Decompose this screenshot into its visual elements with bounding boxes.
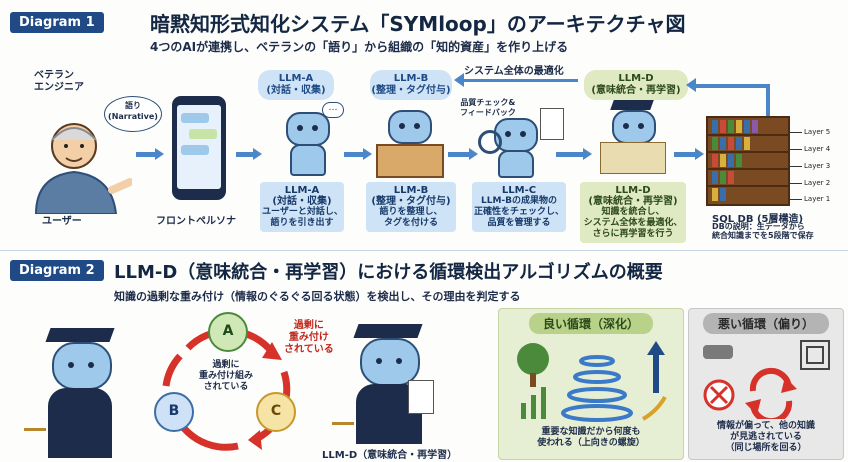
cycle-node-c: C bbox=[256, 392, 296, 432]
desc-llm-b-text: 語りを整理し、 タグを付ける bbox=[379, 207, 443, 228]
arrow-b-c bbox=[448, 148, 478, 160]
pill-llm-d: LLM-D (意味統合・再学習) bbox=[584, 70, 688, 100]
phone-illustration bbox=[172, 96, 226, 200]
diagram1-badge: Diagram 1 bbox=[10, 12, 104, 33]
user-label: ユーザー bbox=[42, 216, 82, 227]
bad-loop-illustration bbox=[703, 340, 830, 419]
pill-llm-b-sub: (整理・タグ付与) bbox=[371, 85, 451, 96]
arrow-c-d bbox=[556, 148, 592, 160]
scholar-robot-right bbox=[332, 320, 446, 444]
pill-llm-d-sub: (意味統合・再学習) bbox=[591, 85, 681, 96]
diagram2-badge: Diagram 2 bbox=[10, 260, 104, 281]
optimize-arrowhead bbox=[454, 73, 464, 87]
desc-llm-c-text: LLM-Bの成果物の 正確性をチェックし、 品質を管理する bbox=[474, 196, 565, 228]
pill-llm-a-name: LLM-A bbox=[278, 73, 314, 84]
good-loop-illustration bbox=[517, 341, 667, 422]
desc-llm-b-sub: (整理・タグ付与) bbox=[371, 196, 451, 207]
robot-llm-c bbox=[478, 118, 544, 178]
cycle-node-a: A bbox=[208, 312, 248, 352]
db-title: SQL DB (5層構造) bbox=[712, 214, 804, 225]
cycle-center-text: 過剰に 重み付け組み されている bbox=[198, 360, 253, 392]
diagram2-title: LLM-D（意味統合・再学習）における循環検出アルゴリズムの概要 bbox=[114, 262, 663, 283]
bad-loop-panel: 悪い循環（偏り） 情報が偏って、他の知識 が見逃されている （同じ場所を回る） bbox=[688, 308, 844, 460]
db-desc: DBの説明：生データから 統合知識までを5段階で保存 bbox=[712, 222, 814, 240]
speech-bubble: 語り (Narrative) bbox=[104, 96, 162, 132]
scholar-robot-left bbox=[24, 320, 140, 460]
good-loop-title: 良い循環（深化） bbox=[529, 313, 653, 334]
desc-llm-c: LLM-C LLM-Bの成果物の 正確性をチェックし、 品質を管理する bbox=[472, 182, 566, 232]
robot-d-label: LLM-D（意味統合・再学習） bbox=[322, 450, 458, 461]
desc-llm-b-head: LLM-B bbox=[393, 185, 429, 196]
section-divider bbox=[0, 250, 848, 251]
pill-llm-b-name: LLM-B bbox=[393, 73, 429, 84]
narrative-text: 語り (Narrative) bbox=[108, 101, 158, 121]
pill-llm-d-name: LLM-D bbox=[618, 73, 654, 84]
desc-llm-a-head: LLM-A bbox=[284, 185, 320, 196]
robot-llm-b bbox=[376, 110, 444, 178]
desc-llm-a: LLM-A (対話・収集) ユーザーと対話し、 語りを引き出す bbox=[260, 182, 344, 232]
desc-llm-d: LLM-D (意味統合・再学習) 知識を統合し、 システム全体を最適化、 さらに… bbox=[580, 182, 686, 243]
diagram1-subtitle: 4つのAIが連携し、ベテランの「語り」から組織の「知的資産」を作り上げる bbox=[150, 40, 569, 54]
diagram1-title: 暗黙知形式知化システム「SYMloop」のアーキテクチャ図 bbox=[150, 12, 686, 36]
desc-llm-a-sub: (対話・収集) bbox=[272, 196, 332, 207]
cycle-node-b: B bbox=[154, 392, 194, 432]
desc-llm-b: LLM-B (整理・タグ付与) 語りを整理し、 タグを付ける bbox=[366, 182, 456, 232]
clipboard-icon bbox=[540, 108, 564, 140]
bad-loop-text: 情報が偏って、他の知識 が見逃されている （同じ場所を回る） bbox=[716, 421, 816, 453]
pill-llm-b: LLM-B (整理・タグ付与) bbox=[370, 70, 452, 100]
pill-llm-a-sub: (対話・収集) bbox=[266, 85, 326, 96]
frontend-label: フロントペルソナ bbox=[156, 216, 236, 227]
arrow-a-b bbox=[344, 148, 372, 160]
bad-loop-title: 悪い循環（偏り） bbox=[703, 313, 829, 334]
desc-llm-c-head: LLM-C bbox=[501, 185, 537, 196]
robot-llm-d bbox=[596, 100, 668, 176]
layer-5-label: Layer 5 bbox=[804, 128, 831, 136]
overweight-label: 過剰に 重み付け されている bbox=[284, 320, 334, 355]
desc-llm-d-head: LLM-D bbox=[615, 185, 651, 196]
pill-llm-a: LLM-A (対話・収集) bbox=[258, 70, 334, 100]
layer-1-label: Layer 1 bbox=[804, 195, 831, 203]
robot-llm-a: … bbox=[276, 102, 344, 176]
db-feedback-arrow bbox=[696, 84, 770, 118]
veteran-label: ベテラン エンジニア bbox=[34, 70, 84, 93]
desc-llm-a-text: ユーザーと対話し、 語りを引き出す bbox=[262, 207, 343, 228]
layer-2-label: Layer 2 bbox=[804, 179, 831, 187]
desc-llm-d-sub: (意味統合・再学習) bbox=[588, 196, 678, 207]
desc-llm-d-text: 知識を統合し、 システム全体を最適化、 さらに再学習を行う bbox=[583, 207, 683, 239]
arrow-user-phone bbox=[136, 148, 164, 160]
diagram2-subtitle: 知識の過剰な重み付け（情報のぐるぐる回る状態）を検出し、その理由を判定する bbox=[114, 290, 521, 303]
veteran-illustration bbox=[34, 123, 132, 214]
good-loop-panel: 良い循環（深化） 重要な知識だから何度も 使われる（上向きの螺旋） bbox=[498, 308, 684, 460]
bookshelf-db-icon bbox=[706, 116, 790, 206]
layer-3-label: Layer 3 bbox=[804, 162, 831, 170]
optimize-label: システム全体の最適化 bbox=[464, 66, 564, 77]
arrow-d-db bbox=[674, 148, 704, 160]
arrow-phone-llma bbox=[236, 148, 262, 160]
optimize-arrow bbox=[462, 79, 578, 82]
good-loop-text: 重要な知識だから何度も 使われる（上向きの螺旋） bbox=[537, 427, 645, 448]
db-feedback-arrowhead bbox=[686, 78, 696, 92]
quality-label: 品質チェック& フィードバック bbox=[460, 98, 516, 117]
layer-4-label: Layer 4 bbox=[804, 145, 831, 153]
